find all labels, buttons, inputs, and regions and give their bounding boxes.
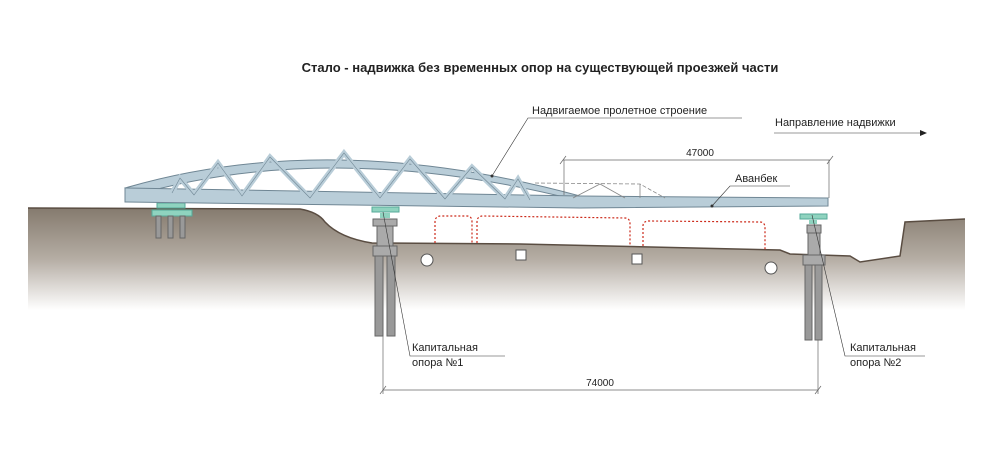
label-direction: Направление надвижки <box>775 117 896 129</box>
label-pier2-line2: опора №2 <box>850 357 901 369</box>
pier-2 <box>799 213 828 341</box>
label-span-structure: Надвигаемое пролетное строение <box>532 105 707 117</box>
diagram-title: Стало - надвижка без временных опор на с… <box>302 60 779 75</box>
manholes <box>420 249 778 275</box>
callout-leaders <box>382 117 925 357</box>
dimension-47000 <box>559 155 834 198</box>
direction-arrow-icon <box>920 130 927 136</box>
ground <box>28 208 965 310</box>
label-pier2-line1: Капитальная <box>850 342 916 354</box>
dimension-label-47000: 47000 <box>686 148 714 159</box>
dimension-label-74000: 74000 <box>586 378 614 389</box>
launched-span-truss <box>124 148 829 209</box>
label-pier1-line1: Капитальная <box>412 342 478 354</box>
dimension-74000 <box>379 330 822 395</box>
label-avanbek: Аванбек <box>735 173 778 185</box>
avanbek-nose-truss <box>534 182 666 199</box>
underground-utilities <box>434 215 766 250</box>
label-pier1-line2: опора №1 <box>412 357 463 369</box>
ground-edge <box>27 207 966 263</box>
